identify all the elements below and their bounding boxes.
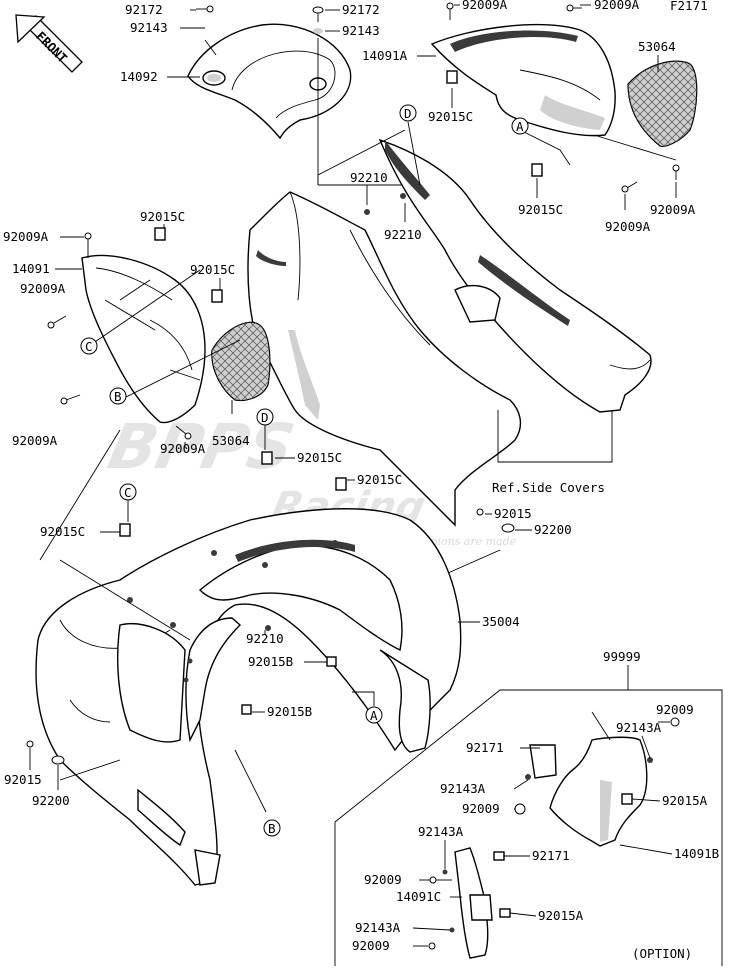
label-14091b: 14091B <box>674 846 719 861</box>
callout-b-2-text: B <box>268 821 276 836</box>
callout-b-1-text: B <box>114 389 122 404</box>
callout-a-1-text: A <box>516 119 524 134</box>
label-99999: 99999 <box>603 649 641 664</box>
part-14091-panel <box>81 254 206 424</box>
label-option: (OPTION) <box>632 946 692 961</box>
label-92143a-opt-3: 92143A <box>418 824 464 839</box>
label-92143a-opt-1: 92143A <box>616 720 662 735</box>
grille-53064-left <box>211 321 271 402</box>
part-14091c-mudflap <box>454 847 493 959</box>
label-92015a-2: 92015A <box>538 908 584 923</box>
label-92009-opt-1: 92009 <box>656 702 694 717</box>
label-92015a-1: 92015A <box>662 793 708 808</box>
label-92143a-opt-2: 92143A <box>440 781 486 796</box>
label-92009-opt-4: 92009 <box>352 938 390 953</box>
label-92015-right: 92015 <box>494 506 532 521</box>
label-92009a-l2: 92009A <box>20 281 66 296</box>
label-92015b-1: 92015B <box>248 654 293 669</box>
label-92009a-l1: 92009A <box>3 229 49 244</box>
diagram-code: F2171 <box>670 0 708 13</box>
part-14092-cover <box>187 23 352 140</box>
option-box <box>334 665 723 966</box>
label-92015c-6: 92015C <box>357 472 402 487</box>
label-92009a-l4: 92009A <box>160 441 206 456</box>
label-14092: 14092 <box>120 69 158 84</box>
label-92171-1: 92171 <box>466 740 504 755</box>
part-side-cover-ref <box>378 138 652 413</box>
label-92143-a: 92143 <box>130 20 168 35</box>
part-front-fender-panel <box>247 191 522 527</box>
label-92210-3: 92210 <box>246 631 284 646</box>
label-92015c-5: 92015C <box>297 450 342 465</box>
front-arrow-icon: FRONT <box>15 14 83 73</box>
leader-lines <box>29 4 677 947</box>
label-92009a-r2: 92009A <box>605 219 651 234</box>
label-92210-1: 92210 <box>350 170 388 185</box>
callout-d-2: D <box>256 408 274 426</box>
label-92015c-1: 92015C <box>428 109 473 124</box>
label-35004: 35004 <box>482 614 520 629</box>
label-92143a-opt-4: 92143A <box>355 920 401 935</box>
callout-c-1-text: C <box>85 339 93 354</box>
callout-d-1-text: D <box>404 106 412 121</box>
label-92015c-7: 92015C <box>40 524 85 539</box>
label-14091c: 14091C <box>396 889 441 904</box>
label-92172-b: 92172 <box>342 2 380 17</box>
label-92009-opt-3: 92009 <box>364 872 402 887</box>
label-92015b-2: 92015B <box>267 704 312 719</box>
part-labels: 92172 92143 14092 92172 92143 92009A 920… <box>3 0 719 961</box>
label-53064-right: 53064 <box>638 39 676 54</box>
label-92210-2: 92210 <box>384 227 422 242</box>
callout-c-1: C <box>80 337 98 355</box>
label-92009a-l3: 92009A <box>12 433 58 448</box>
label-53064-left: 53064 <box>212 433 250 448</box>
bolt-92172-b <box>312 6 324 22</box>
label-92015-left: 92015 <box>4 772 42 787</box>
label-14091: 14091 <box>12 261 50 276</box>
label-92009a-top-1: 92009A <box>462 0 508 12</box>
label-92009-opt-2: 92009 <box>462 801 500 816</box>
label-92171-2: 92171 <box>532 848 570 863</box>
callout-b-2: B <box>263 819 281 837</box>
callout-d-2-text: D <box>261 410 269 425</box>
label-14091a: 14091A <box>362 48 408 63</box>
hardware-collars <box>26 2 680 765</box>
label-92009a-r1: 92009A <box>650 202 696 217</box>
callout-d-1: D <box>399 104 417 122</box>
part-35004-fender <box>35 508 462 886</box>
label-92200-right: 92200 <box>534 522 572 537</box>
part-14091a-panel <box>430 24 616 137</box>
callout-a-1: A <box>511 117 529 135</box>
part-14091b-mudflap <box>529 736 648 847</box>
callout-c-2: C <box>119 483 137 501</box>
label-92172-a: 92172 <box>125 2 163 17</box>
label-92015c-2: 92015C <box>518 202 563 217</box>
label-92015c-4: 92015C <box>190 262 235 277</box>
bolt-92172-a <box>196 5 214 13</box>
label-ref-side-covers: Ref.Side Covers <box>492 480 605 495</box>
grille-53064-right <box>627 60 698 147</box>
callout-c-2-text: C <box>124 485 132 500</box>
label-92015c-3: 92015C <box>140 209 185 224</box>
callout-b-1: B <box>109 387 127 405</box>
callout-a-2-text: A <box>370 708 378 723</box>
washer-92143-b <box>313 28 323 34</box>
label-92009a-top-2: 92009A <box>594 0 640 12</box>
callout-a-2: A <box>365 706 383 724</box>
label-92143-b: 92143 <box>342 23 380 38</box>
label-92200-left: 92200 <box>32 793 70 808</box>
option-hardware <box>428 717 680 950</box>
